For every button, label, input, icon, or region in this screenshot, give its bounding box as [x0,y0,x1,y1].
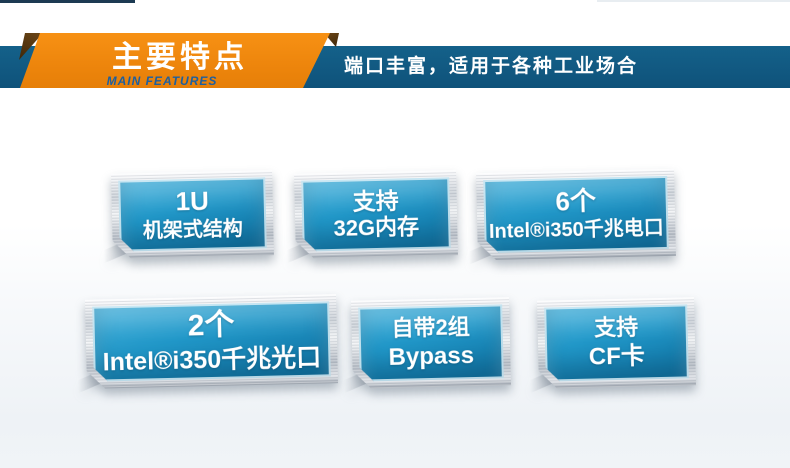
page-title: 主要特点 [112,41,248,74]
page-subtitle: MAIN FEATURES [106,74,218,88]
badge-panel: 支持 32G内存 [301,177,451,251]
ribbon-banner [20,33,330,88]
feature-badge-cf-card: 支持 CF卡 [537,297,696,389]
badge-metal-frame: 自带2组 Bypass [351,297,511,389]
badge-metal-frame: 1U 机架式结构 [111,170,274,259]
badge-metal-frame: 2个 Intel®i350千兆光口 [85,294,338,389]
badge-line2: Bypass [388,341,475,371]
badge-panel: 6个 Intel®i350千兆电口 [483,176,669,253]
badge-line2: 机架式结构 [142,218,244,243]
badge-line1: 2个 [187,308,235,343]
badge-metal-frame: 支持 32G内存 [294,170,458,259]
feature-badge-6-copper-ports: 6个 Intel®i350千兆电口 [476,169,676,260]
badge-line2: Intel®i350千兆电口 [488,217,664,244]
badge-line2: Intel®i350千兆光口 [102,343,322,377]
badge-line1: 1U [175,186,210,217]
header-strip-text: 端口丰富，适用于各种工业场合 [344,56,639,77]
feature-badge-bypass: 自带2组 Bypass [351,297,511,389]
badge-metal-frame: 支持 CF卡 [537,297,696,389]
badge-line1: 6个 [555,185,597,217]
feature-badge-1u-rackmount: 1U 机架式结构 [111,170,274,259]
badge-line2: 32G内存 [333,214,420,242]
badge-panel: 支持 CF卡 [544,304,689,381]
top-accent-line [0,0,135,3]
top-edge-line [597,0,790,2]
badge-metal-frame: 6个 Intel®i350千兆电口 [476,169,676,260]
badge-panel: 自带2组 Bypass [358,304,504,381]
badge-line1: 支持 [352,187,399,215]
badge-line2: CF卡 [588,342,646,371]
badge-panel: 2个 Intel®i350千兆光口 [92,301,331,381]
badge-line1: 支持 [593,314,639,341]
badge-panel: 1U 机架式结构 [118,177,267,251]
feature-badge-2-fiber-ports: 2个 Intel®i350千兆光口 [85,294,338,389]
badge-line1: 自带2组 [391,314,471,341]
feature-badge-32g-memory: 支持 32G内存 [294,170,458,259]
